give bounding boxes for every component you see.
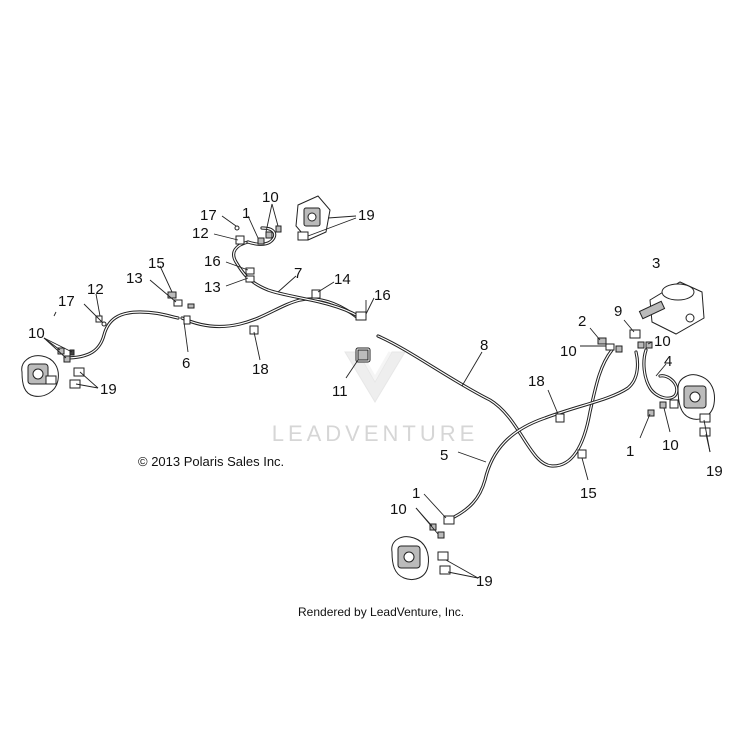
callout-3: 3 bbox=[652, 255, 660, 272]
callout-10-right-b: 10 bbox=[654, 333, 671, 350]
leader-lines bbox=[43, 203, 711, 579]
callout-15-top: 16 bbox=[204, 253, 221, 270]
callout-10-rear: 10 bbox=[390, 501, 407, 518]
callout-15-left: 15 bbox=[148, 255, 165, 272]
junction-block bbox=[355, 347, 371, 363]
callout-4: 4 bbox=[664, 353, 672, 370]
callout-19-right: 19 bbox=[706, 463, 723, 480]
master-cylinder bbox=[638, 281, 705, 335]
callout-10-right-a: 10 bbox=[560, 343, 577, 360]
callout-7: 7 bbox=[294, 265, 302, 282]
caliper-rear bbox=[391, 536, 429, 580]
callout-19-top: 19 bbox=[358, 207, 375, 224]
callout-1-top: 1 bbox=[242, 205, 250, 222]
callout-19-rear: 19 bbox=[476, 573, 493, 590]
callout-13-top: 13 bbox=[204, 279, 221, 296]
callout-10-left: 10 bbox=[28, 325, 45, 342]
callout-16: 16 bbox=[374, 287, 391, 304]
caliper-right-front bbox=[677, 374, 715, 420]
callout-10-top: 10 bbox=[262, 189, 279, 206]
callout-6: 6 bbox=[182, 355, 190, 372]
callout-1-rear: 1 bbox=[412, 485, 420, 502]
watermark-logo bbox=[344, 351, 406, 403]
hose-6 bbox=[63, 310, 180, 360]
callout-8: 8 bbox=[480, 337, 488, 354]
callout-13-left: 13 bbox=[126, 270, 143, 287]
callout-9: 9 bbox=[614, 303, 622, 320]
callout-14-top: 14 bbox=[334, 271, 351, 288]
callout-5: 5 bbox=[440, 447, 448, 464]
watermark-text: LEADVENTURE bbox=[272, 421, 479, 446]
callout-11: 11 bbox=[332, 383, 348, 400]
callout-2: 2 bbox=[578, 313, 586, 330]
caliper-left-front bbox=[21, 355, 59, 397]
callout-10-right-c: 10 bbox=[662, 437, 679, 454]
callout-18-left: 18 bbox=[252, 361, 269, 378]
callout-19-left: 19 bbox=[100, 381, 117, 398]
callout-17-left: 17 bbox=[58, 293, 75, 310]
callout-18-right: 18 bbox=[528, 373, 545, 390]
callouts: 10 19 17 12 15 13 6 18 17 12 1 10 19 16 … bbox=[28, 189, 723, 590]
copyright-text: © 2013 Polaris Sales Inc. bbox=[138, 454, 284, 469]
fittings bbox=[57, 225, 711, 575]
tick-mark bbox=[53, 311, 57, 317]
callout-17-top: 17 bbox=[200, 207, 217, 224]
callout-1-right: 1 bbox=[626, 443, 634, 460]
credit-text: Rendered by LeadVenture, Inc. bbox=[298, 605, 464, 619]
callout-12-left: 12 bbox=[87, 281, 104, 298]
callout-12-top: 12 bbox=[192, 225, 209, 242]
callout-14-right: 15 bbox=[580, 485, 597, 502]
caliper-top bbox=[295, 195, 331, 241]
